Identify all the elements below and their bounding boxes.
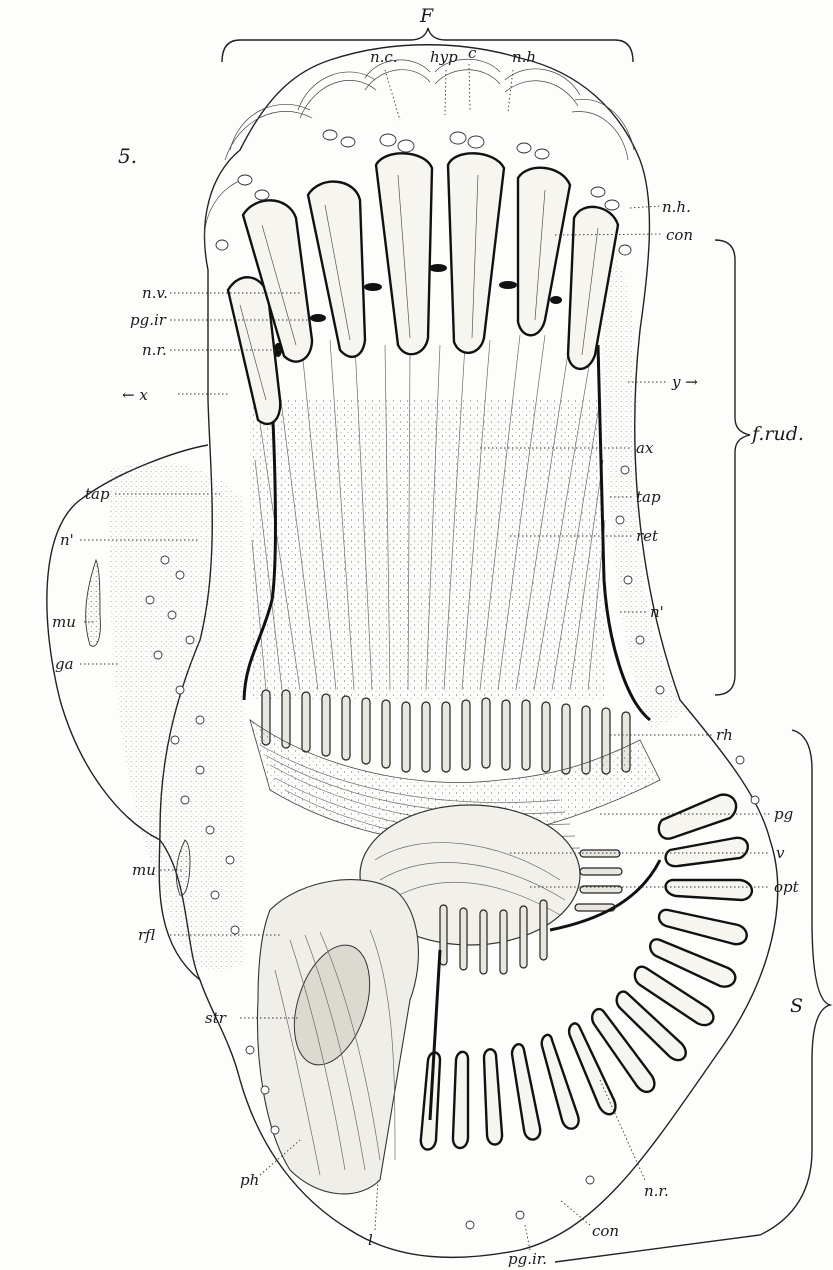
- label-pgir-bottom: pg.ir.: [508, 1250, 547, 1268]
- label-c: c: [468, 44, 477, 62]
- label-frud: f.rud.: [750, 423, 804, 445]
- label-tap-right: tap: [636, 488, 661, 506]
- label-ax: ax: [636, 439, 654, 457]
- label-tap-left: tap: [85, 485, 110, 503]
- label-mu-mid: mu: [132, 861, 156, 879]
- label-rfl: rfl: [138, 926, 155, 944]
- label-ph: ph: [240, 1171, 259, 1189]
- label-hyp: hyp: [430, 48, 458, 66]
- label-S: S: [790, 995, 803, 1017]
- label-y: y →: [671, 373, 698, 391]
- label-opt: opt: [774, 878, 800, 896]
- label-rh: rh: [716, 726, 733, 744]
- label-nv: n.v.: [142, 284, 168, 302]
- label-n1-right: n': [650, 603, 664, 621]
- muscle-spindle-top: [86, 560, 101, 646]
- label-x: ← x: [122, 386, 148, 404]
- label-nr-bottom: n.r.: [644, 1182, 669, 1200]
- label-ga: ga: [55, 655, 74, 673]
- label-pg: pg: [774, 805, 793, 823]
- label-nc: n.c.: [370, 48, 398, 66]
- side-tissue-right: [600, 240, 690, 730]
- brace-frud: [715, 240, 750, 695]
- label-con-top: con: [666, 226, 693, 244]
- figure-number: 5.: [118, 144, 137, 168]
- label-pgir-top: pg.ir: [130, 311, 167, 329]
- label-str: str: [205, 1009, 227, 1027]
- label-con-bottom: con: [592, 1222, 619, 1240]
- label-n1-left: n': [60, 531, 74, 549]
- label-ret: ret: [636, 527, 659, 545]
- label-nh: n.h.: [662, 198, 691, 216]
- label-l: l: [368, 1231, 373, 1249]
- label-F: F: [419, 5, 434, 27]
- label-v: v: [776, 844, 785, 862]
- label-mu-top: mu: [52, 613, 76, 631]
- label-nh-top: n.h: [512, 48, 536, 66]
- side-tissue-left: [109, 462, 245, 972]
- label-nr-top: n.r.: [142, 341, 167, 359]
- upper-cones: [228, 153, 618, 424]
